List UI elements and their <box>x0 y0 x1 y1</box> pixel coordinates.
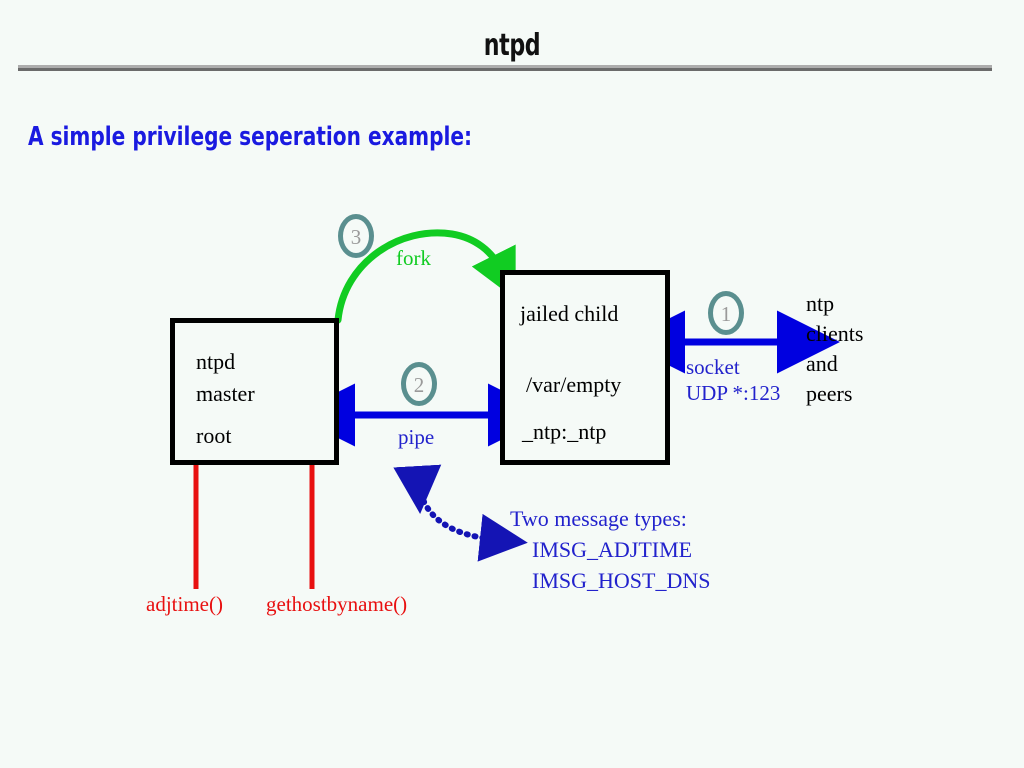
fork-arrow <box>334 229 516 324</box>
ntp-clients-and-peers-label: ntp clients and peers <box>806 289 863 409</box>
socket-label: socket <box>686 355 740 379</box>
adjtime-syscall-label: adjtime() <box>146 592 223 616</box>
message-types-note: Two message types: IMSG_ADJTIME IMSG_HOS… <box>510 503 710 596</box>
header-rule-light <box>18 65 992 68</box>
page-title: ntpd <box>483 28 541 63</box>
child-box-line-1: jailed child <box>520 301 619 326</box>
peers-line-2: clients <box>806 321 864 346</box>
step-number-3: 3 <box>338 214 374 258</box>
syscall-lines <box>193 465 315 589</box>
message-type-imsg-adjtime: IMSG_ADJTIME <box>532 537 693 562</box>
peers-line-3: and <box>806 351 838 376</box>
message-callout-arrow <box>393 464 528 562</box>
slide-subtitle: A simple privilege seperation example: <box>28 122 473 152</box>
child-box-line-2: /var/empty <box>526 372 622 397</box>
step-number-1: 1 <box>708 291 744 335</box>
child-box-line-3: _ntp:_ntp <box>522 419 607 444</box>
master-box-line-3: root <box>196 423 232 448</box>
message-types-heading: Two message types: <box>510 506 687 531</box>
fork-label: fork <box>396 246 431 270</box>
jailed-child-process-box <box>500 270 670 465</box>
message-type-imsg-host-dns: IMSG_HOST_DNS <box>532 568 711 593</box>
master-box-line-1: ntpd <box>196 349 236 374</box>
ntpd-master-process-box <box>170 318 339 465</box>
gethostbyname-syscall-label: gethostbyname() <box>266 592 408 616</box>
master-box-line-2: master <box>196 381 255 406</box>
peers-line-1: ntp <box>806 291 835 316</box>
socket-port-label: UDP *:123 <box>686 381 781 405</box>
peers-line-4: peers <box>806 381 853 406</box>
step-number-2: 2 <box>401 362 437 406</box>
header-rule-dark <box>18 68 992 71</box>
pipe-label: pipe <box>398 425 435 449</box>
